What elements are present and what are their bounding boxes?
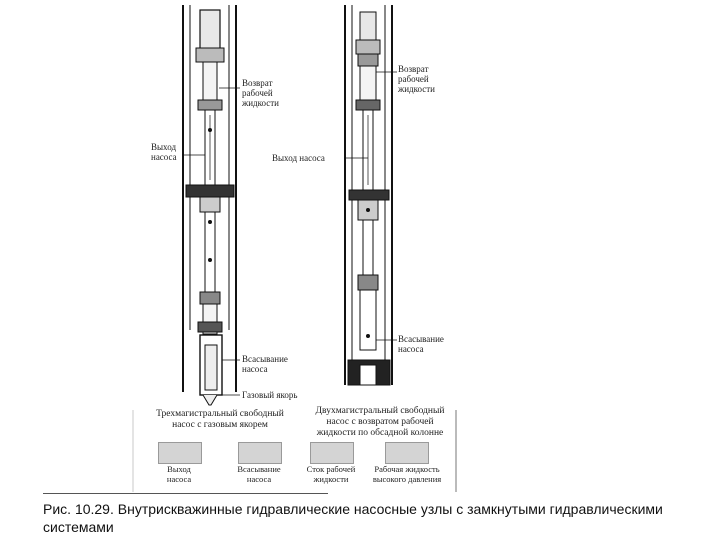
right-label-return-fluid: Возврат рабочей жидкости [398, 64, 435, 94]
left-label-gas-anchor: Газовый якорь [242, 390, 298, 400]
right-label-outlet: Выход насоса [272, 153, 325, 163]
right-pump-assembly [344, 5, 397, 386]
legend-swatch-high-pressure [385, 442, 429, 464]
left-pump-caption: Трехмагистральный свободный насос с газо… [156, 409, 284, 430]
caption-rule [43, 493, 328, 494]
legend-swatch-intake [238, 442, 282, 464]
legend-label-intake: Всасывание насоса [237, 464, 281, 484]
left-label-outlet: Выход насоса [151, 142, 177, 162]
left-label-return-fluid: Возврат рабочей жидкости [242, 78, 279, 108]
legend-label-high-pressure: Рабочая жидкость высокого давления [372, 464, 442, 484]
figure-caption: Рис. 10.29. Внутрискважинные гидравличес… [43, 501, 663, 535]
legend-swatch-outlet [158, 442, 202, 464]
right-pump-caption: Двухмагистральный свободный насос с возв… [315, 406, 445, 438]
left-pump-assembly [182, 5, 240, 406]
legend-label-outlet: Выход насоса [166, 464, 192, 484]
right-label-intake: Всасывание насоса [398, 334, 444, 354]
legend-label-drain: Сток рабочей жидкости [306, 464, 356, 484]
legend-swatch-drain [310, 442, 354, 464]
left-label-intake: Всасывание насоса [242, 354, 288, 374]
